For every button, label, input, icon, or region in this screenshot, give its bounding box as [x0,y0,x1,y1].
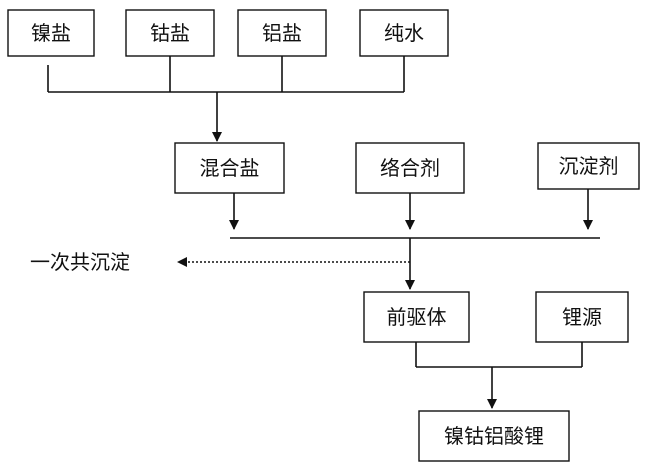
label-primary-coprecipitation: 一次共沉淀 [30,250,130,274]
svg-text:铝盐: 铝盐 [262,21,302,45]
row1-collector-lines [48,56,404,92]
svg-text:混合盐: 混合盐 [200,156,260,180]
node-aluminum-salt: 铝盐 [238,10,326,56]
svg-text:锂源: 锂源 [562,305,602,329]
node-precipitant: 沉淀剂 [538,143,639,189]
svg-text:镍盐: 镍盐 [31,21,71,45]
svg-text:钴盐: 钴盐 [150,21,190,45]
node-nca: 镍钴铝酸锂 [419,411,569,461]
svg-text:镍钴铝酸锂: 镍钴铝酸锂 [444,424,544,448]
row3-collector-lines [416,342,582,367]
node-mixed-salt: 混合盐 [175,143,284,193]
node-pure-water: 纯水 [360,10,448,56]
row2-collector-lines [230,189,600,238]
svg-text:络合剂: 络合剂 [380,156,440,180]
svg-text:前驱体: 前驱体 [387,305,447,329]
svg-text:纯水: 纯水 [384,21,424,45]
node-precursor: 前驱体 [364,292,469,342]
svg-text:沉淀剂: 沉淀剂 [559,154,619,178]
node-lithium-source: 锂源 [536,292,628,342]
node-nickel-salt: 镍盐 [8,10,94,56]
node-cobalt-salt: 钴盐 [126,10,214,56]
node-complexing-agent: 络合剂 [356,143,464,193]
